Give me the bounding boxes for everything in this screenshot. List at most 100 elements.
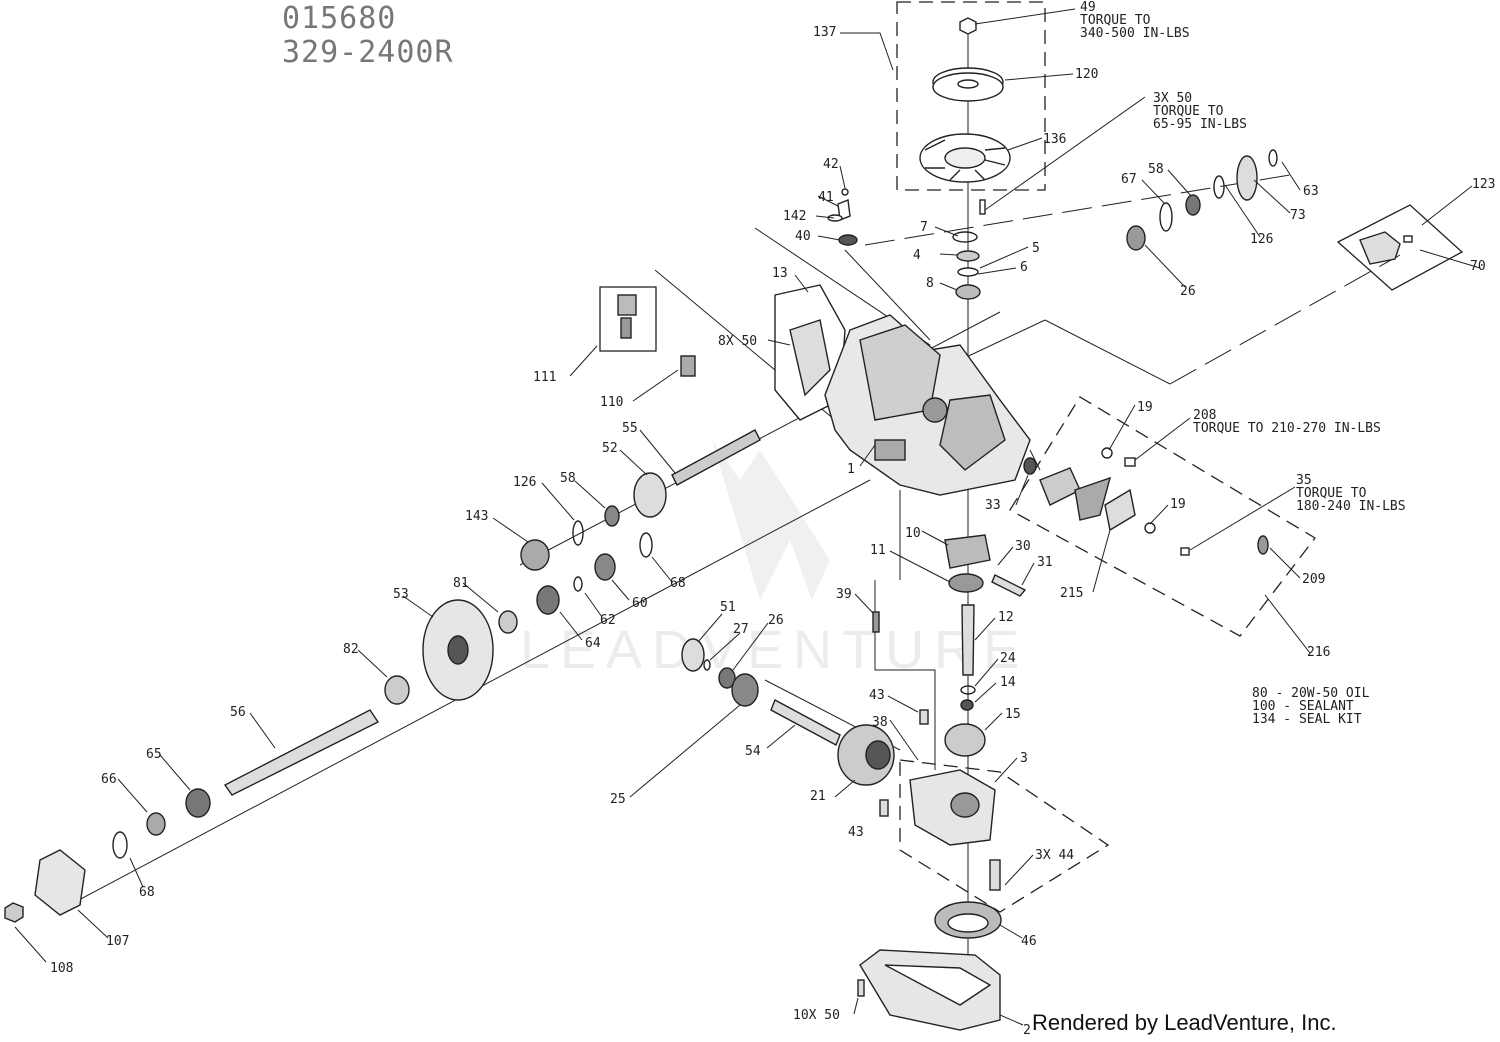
nut-49 (959, 17, 977, 35)
render-credit: Rendered by LeadVenture, Inc. (1032, 1010, 1337, 1035)
ring-126 (1213, 175, 1225, 199)
gear-51 (681, 638, 705, 672)
label-66: 66 (101, 772, 117, 787)
label-3: 3 (1020, 751, 1028, 766)
sprocket-73 (1236, 155, 1258, 201)
label-30: 30 (1015, 539, 1031, 554)
label-38: 38 (872, 715, 888, 730)
note-line: 100 - SEALANT (1252, 699, 1354, 714)
label-215: 215 (1060, 586, 1083, 601)
label-67: 67 (1121, 172, 1137, 187)
label-5: 5 (1032, 241, 1040, 256)
note-line: 49 (1080, 0, 1096, 15)
label-39: 39 (836, 587, 852, 602)
note-line: TORQUE TO (1153, 104, 1224, 119)
shaft-55 (671, 429, 761, 486)
note-line: TORQUE TO 210-270 IN-LBS (1193, 421, 1381, 436)
label-81: 81 (453, 576, 469, 591)
note-line: 3X 50 (1153, 91, 1192, 106)
box-3 (899, 759, 1110, 913)
note-line: 65-95 IN-LBS (1153, 117, 1247, 132)
hub-107 (34, 849, 86, 916)
label-62: 62 (600, 613, 616, 628)
bearing-8 (955, 284, 981, 300)
label-40: 40 (795, 229, 811, 244)
callout-boxes (599, 1, 1464, 913)
watermark-logo: LEADVENTURE (520, 440, 1019, 680)
note-line: 134 - SEAL KIT (1252, 712, 1362, 727)
label-64: 64 (585, 636, 601, 651)
parts-artwork (4, 17, 1413, 1031)
label-1: 1 (847, 462, 855, 477)
note-line: 180-240 IN-LBS (1296, 499, 1406, 514)
model-number-code: 329-2400R (282, 35, 454, 70)
bearing-26 (1126, 225, 1146, 251)
label-60: 60 (632, 596, 648, 611)
label-209: 209 (1302, 572, 1325, 587)
label-70: 70 (1470, 259, 1486, 274)
label-13: 13 (772, 266, 788, 281)
label-68b: 68 (139, 885, 155, 900)
label-68a: 68 (670, 576, 686, 591)
label-56: 56 (230, 705, 246, 720)
label-126b: 126 (513, 475, 536, 490)
label-107: 107 (106, 934, 129, 949)
label-43b: 43 (848, 825, 864, 840)
label-110: 110 (600, 395, 623, 410)
assembly-guide-lines (59, 20, 1401, 1000)
hub-143 (520, 539, 550, 571)
box-70 (1336, 204, 1464, 291)
label-8: 8 (926, 276, 934, 291)
seal-4 (956, 250, 980, 262)
label-58: 58 (1148, 162, 1164, 177)
label-136: 136 (1043, 132, 1066, 147)
label-82: 82 (343, 642, 359, 657)
label-73: 73 (1290, 208, 1306, 223)
label-137: 137 (813, 25, 836, 40)
label-3x44: 3X 44 (1035, 848, 1074, 863)
box-137 (896, 1, 1046, 191)
label-10: 10 (905, 526, 921, 541)
label-123: 123 (1472, 177, 1495, 192)
bearing-58 (1185, 194, 1201, 216)
label-52: 52 (602, 441, 618, 456)
label-26: 26 (1180, 284, 1196, 299)
bearing-25 (731, 673, 759, 707)
label-111: 111 (533, 370, 556, 385)
label-14: 14 (1000, 675, 1016, 690)
label-26b: 26 (768, 613, 784, 628)
note-line: TORQUE TO (1296, 486, 1367, 501)
label-126: 126 (1250, 232, 1273, 247)
ring-7 (952, 231, 978, 243)
label-21: 21 (810, 789, 826, 804)
note-line: 208 (1193, 408, 1216, 423)
shaft-56 (223, 709, 380, 796)
label-55: 55 (622, 421, 638, 436)
label-43a: 43 (869, 688, 885, 703)
shaft-12 (961, 604, 975, 676)
label-51: 51 (720, 600, 736, 615)
label-24: 24 (1000, 651, 1016, 666)
bevel-gear-52 (633, 472, 667, 518)
plate-216 (1039, 467, 1081, 506)
label-19a: 19 (1137, 400, 1153, 415)
label-54: 54 (745, 744, 761, 759)
block-10 (944, 534, 991, 569)
label-41: 41 (818, 190, 834, 205)
label-11: 11 (870, 543, 886, 558)
part-number-code: 015680 (282, 1, 397, 36)
box-216 (1009, 396, 1316, 637)
label-63: 63 (1303, 184, 1319, 199)
label-7: 7 (920, 220, 928, 235)
label-4: 4 (913, 248, 921, 263)
label-8x50: 8X 50 (718, 334, 757, 349)
label-216: 216 (1307, 645, 1330, 660)
label-12: 12 (998, 610, 1014, 625)
label-25: 25 (610, 792, 626, 807)
label-31: 31 (1037, 555, 1053, 570)
